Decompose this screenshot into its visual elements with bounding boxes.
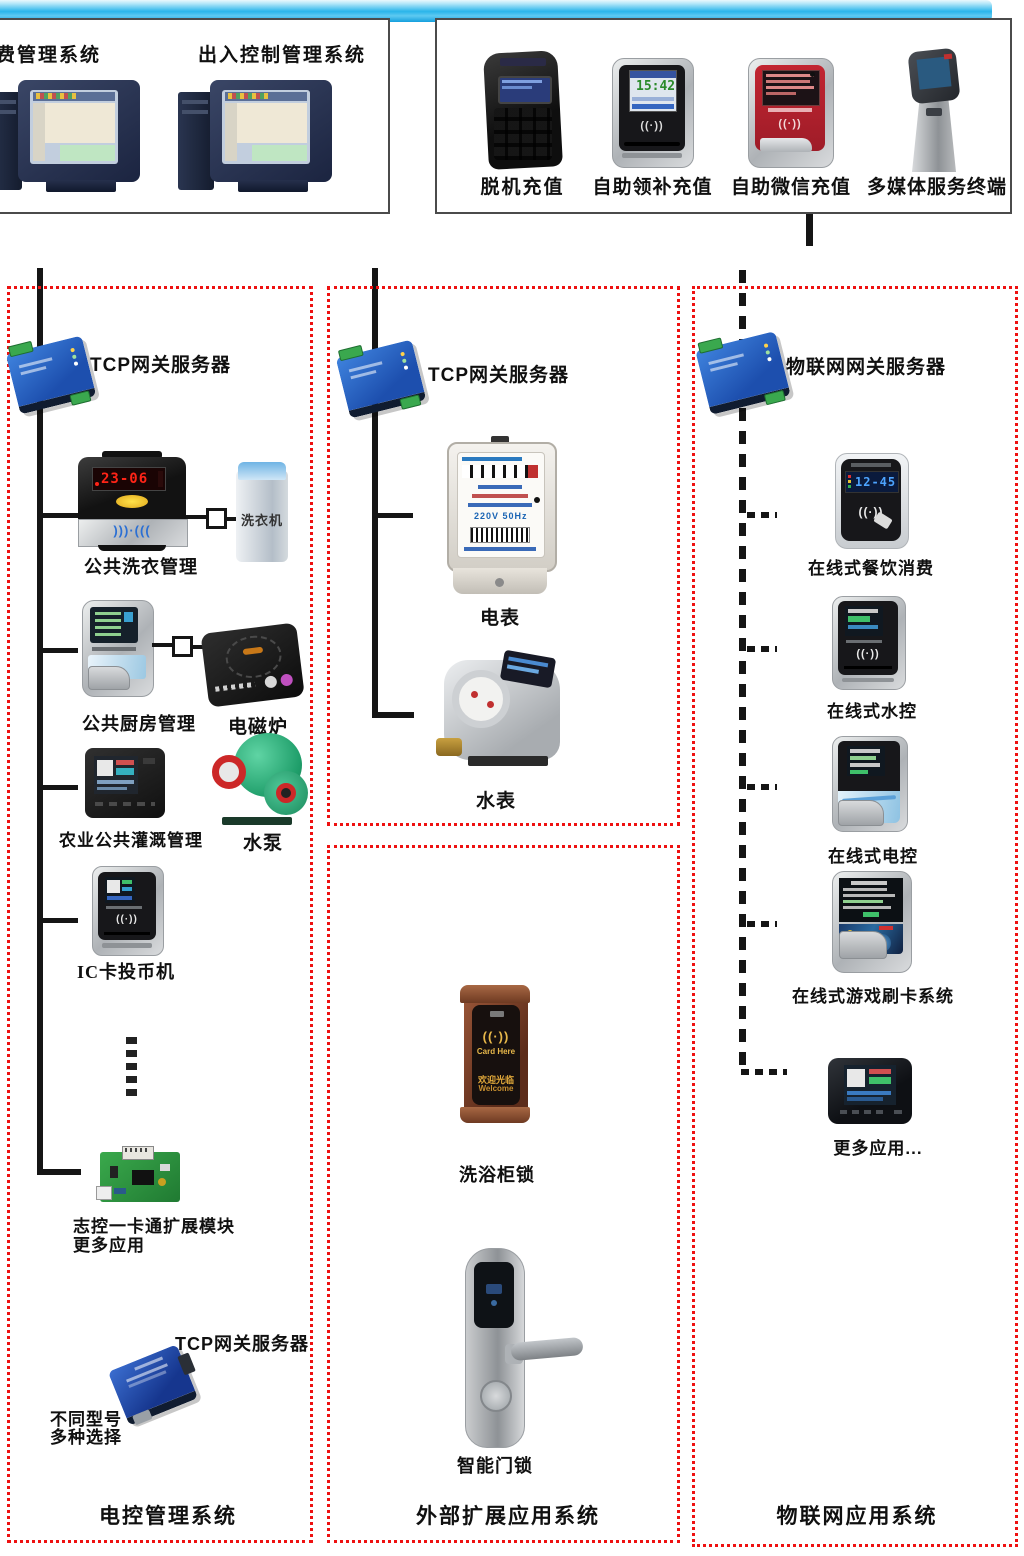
line-left-stub-coin — [40, 918, 78, 923]
water-meter-label: 水表 — [475, 791, 516, 812]
line-middle-elbow-wmeter — [372, 712, 414, 718]
line-left-trunk — [37, 268, 43, 1175]
line-topright-to-bus — [806, 210, 813, 246]
network-bus-bar — [0, 0, 992, 22]
cabinet-lock-label: 洗浴柜锁 — [459, 1165, 535, 1185]
washing-machine-image: 洗衣机 — [236, 462, 288, 562]
cabinet-lock-welcome-en: Welcome — [478, 1084, 514, 1093]
line-left-elbow — [37, 1169, 81, 1175]
coin-machine-label: IC卡投币机 — [76, 962, 175, 982]
wechat-recharge-device-image: ((·)) — [748, 58, 834, 168]
consume-system-label: 费管理系统 — [0, 45, 102, 66]
line-middle-trunk — [372, 268, 378, 718]
subsidy-recharge-device-image: 15:42 ((·)) — [612, 58, 694, 168]
washing-machine-text: 洗衣机 — [241, 513, 284, 528]
more-apps-label: 更多应用... — [833, 1139, 923, 1158]
line-left-stub-kitchen — [40, 648, 78, 653]
dining-reader-label: 在线式餐饮消费 — [808, 559, 934, 578]
ic-coin-machine-image: ((·)) — [92, 866, 164, 956]
panel-title-electric-control: 电控管理系统 — [99, 1505, 237, 1528]
management-computer-image — [0, 80, 158, 202]
electric-meter-label: 电表 — [479, 608, 520, 629]
line-right-stub-dining — [747, 512, 777, 518]
line-left-stub-laundry — [40, 513, 78, 518]
laundry-label: 公共洗衣管理 — [84, 557, 198, 577]
iot-gateway-label: 物联网网关服务器 — [786, 357, 947, 378]
multimedia-kiosk-label: 多媒体服务终端 — [866, 177, 1007, 198]
tcp-gateway-middle-label: TCP网关服务器 — [428, 365, 570, 386]
kitchen-label: 公共厨房管理 — [82, 714, 196, 734]
panel-electric-control — [7, 286, 313, 1543]
panel-meters — [327, 286, 680, 826]
wechat-recharge-label: 自助微信充值 — [730, 177, 851, 198]
access-control-system-label: 出入控制管理系统 — [198, 45, 367, 66]
tcp-gateway-middle-image — [335, 339, 427, 419]
subsidy-recharge-label: 自助领补充值 — [592, 177, 713, 198]
cooker-label: 电磁炉 — [227, 717, 288, 738]
power-control-image — [832, 736, 908, 832]
multimedia-kiosk-image — [898, 47, 968, 172]
kitchen-controller-image — [82, 600, 154, 697]
cabinet-lock-welcome-cn: 欢迎光临 — [477, 1075, 514, 1085]
expansion-module-label-2: 更多应用 — [73, 1236, 145, 1255]
expansion-module-label-1: 志控一卡通扩展模块 — [73, 1217, 235, 1236]
offline-recharge-device-image — [478, 50, 568, 170]
water-pump-image — [212, 733, 308, 827]
line-right-elbow-more — [741, 1069, 787, 1075]
dining-reader-image: 12-45 ((·)) — [835, 453, 909, 549]
power-control-label: 在线式电控 — [828, 847, 918, 866]
panel-title-external-apps: 外部扩展应用系统 — [416, 1505, 600, 1528]
door-lock-image — [465, 1248, 585, 1448]
dining-screen-display: 12-45 — [855, 475, 897, 489]
more-apps-device-image — [828, 1058, 912, 1124]
tcp-gateway-left-image — [5, 335, 97, 415]
iot-gateway-image — [695, 331, 791, 415]
line-right-stub-power — [747, 784, 777, 790]
subsidy-screen-time: 15:42 — [636, 79, 676, 94]
laundry-controller-image: 23-06 )))·((( — [78, 451, 188, 551]
line-right-stub-game — [747, 921, 777, 927]
laundry-wire — [186, 515, 208, 519]
irrigation-controller-image — [85, 748, 165, 818]
electric-meter-image: 220V 50Hz — [447, 436, 557, 596]
electric-meter-rating: 220V 50Hz — [474, 511, 528, 521]
panel-external-apps — [327, 845, 680, 1543]
panel-iot-apps — [692, 286, 1018, 1547]
pump-label: 水泵 — [242, 833, 283, 854]
tcp-gateway-bottom-label: TCP网关服务器 — [175, 1334, 309, 1354]
water-control-label: 在线式水控 — [827, 702, 917, 721]
game-reader-image — [832, 871, 912, 973]
door-lock-label: 智能门锁 — [457, 1456, 533, 1476]
line-middle-stub-emeter — [375, 513, 413, 518]
water-meter-image — [436, 649, 566, 774]
kitchen-wire — [152, 643, 174, 647]
irrigation-label: 农业公共灌溉管理 — [59, 831, 203, 850]
line-left-stub-irrigation — [40, 785, 78, 790]
panel-title-iot-apps: 物联网应用系统 — [776, 1505, 938, 1528]
water-control-image: ((·)) — [832, 596, 906, 690]
tcp-gateway-left-label: TCP网关服务器 — [90, 355, 232, 376]
more-devices-ellipsis — [126, 1037, 137, 1099]
offline-recharge-label: 脱机充值 — [480, 177, 565, 198]
line-right-stub-water — [747, 646, 777, 652]
cabinet-lock-cardhere: Card Here — [476, 1047, 516, 1056]
expansion-module-pcb-image — [96, 1146, 180, 1204]
gateway-note-2: 多种选择 — [50, 1428, 122, 1447]
line-right-trunk-dashed — [739, 270, 746, 1075]
induction-cooker-image — [200, 622, 305, 713]
gateway-note-1: 不同型号 — [50, 1410, 122, 1429]
access-computer-image — [178, 80, 350, 202]
game-reader-label: 在线式游戏刷卡系统 — [792, 987, 954, 1006]
laundry-led-display: 23-06 — [101, 471, 149, 487]
cabinet-lock-image: ((·)) Card Here 欢迎光临 Welcome — [460, 985, 532, 1125]
